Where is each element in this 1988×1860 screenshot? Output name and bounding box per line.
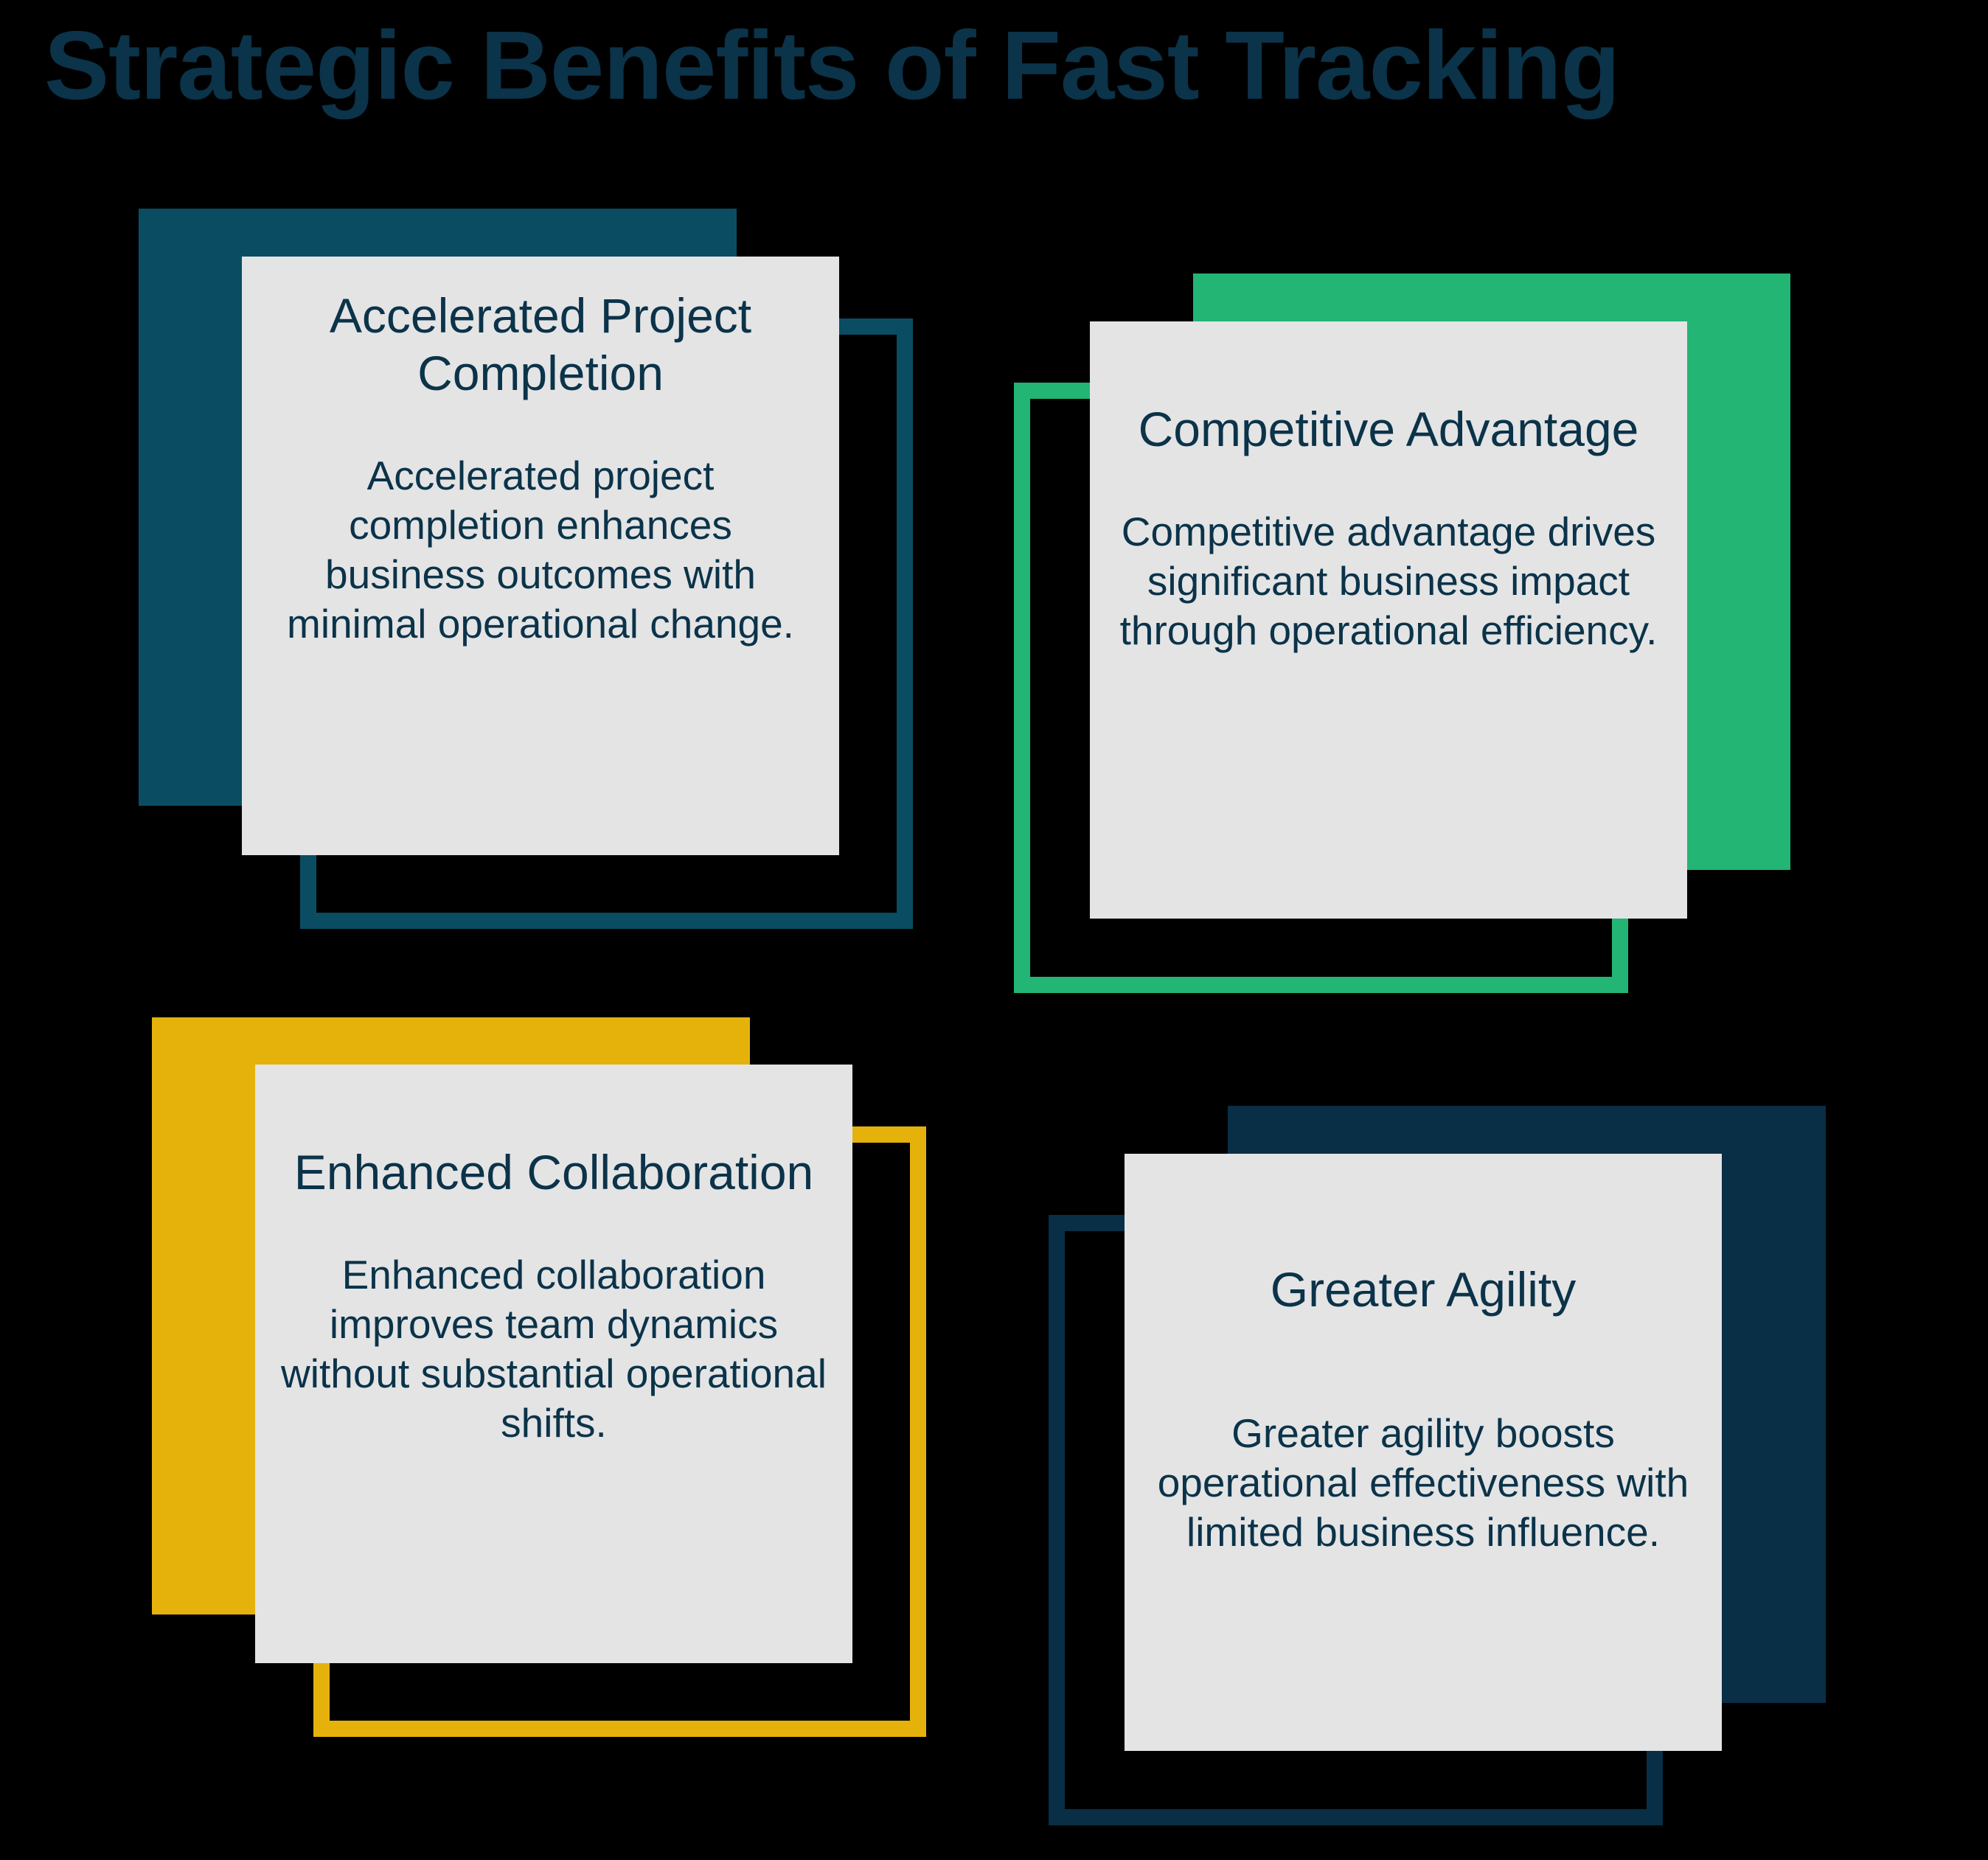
benefit-card-title: Greater Agility <box>1270 1262 1577 1317</box>
benefit-card-description: Enhanced collaboration improves team dyn… <box>281 1251 827 1446</box>
benefit-card-description: Competitive advantage drives significant… <box>1119 508 1658 654</box>
benefit-card-panel: Accelerated Project Completion Accelerat… <box>242 257 839 855</box>
page-title: Strategic Benefits of Fast Tracking <box>44 11 1620 119</box>
benefit-card-title: Accelerated Project Completion <box>329 288 752 400</box>
benefit-card-panel: Greater Agility Greater agility boosts o… <box>1125 1154 1722 1751</box>
benefit-card-title: Competitive Advantage <box>1138 402 1639 456</box>
benefit-card-panel: Competitive Advantage Competitive advant… <box>1090 321 1687 919</box>
benefit-card-panel: Enhanced Collaboration Enhanced collabor… <box>255 1065 852 1663</box>
benefit-card-title: Enhanced Collaboration <box>293 1145 814 1199</box>
benefit-card-description: Accelerated project completion enhances … <box>287 452 794 647</box>
benefit-card-description: Greater agility boosts operational effec… <box>1157 1410 1689 1556</box>
